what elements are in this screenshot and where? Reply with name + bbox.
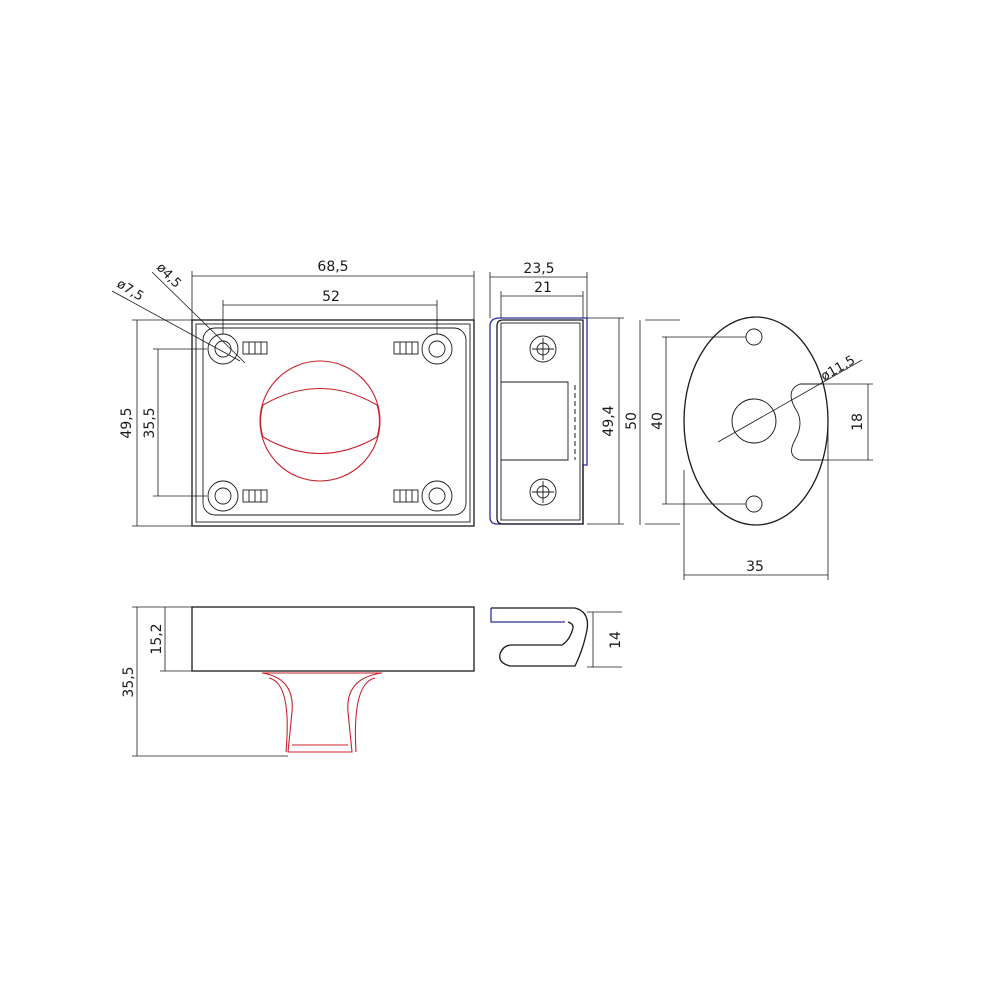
dim-plate-height: 50 <box>624 412 640 430</box>
dim-plate-bore: ø11,5 <box>819 353 858 384</box>
dim-plate-slot: 18 <box>850 413 866 431</box>
dim-base-thickness: 15,2 <box>149 623 165 654</box>
side-view: 23,5 21 49,4 <box>489 261 624 525</box>
dim-width-outer: 68,5 <box>317 259 348 275</box>
dim-hole-spacing: 52 <box>322 289 340 305</box>
strike-hole-top <box>529 335 557 363</box>
dim-hole-small: ø4,5 <box>153 260 184 291</box>
mounting-hole-top-left <box>207 333 239 365</box>
dim-plate-hole-spacing: 40 <box>650 412 666 430</box>
dim-height-outer: 49,5 <box>119 407 135 438</box>
strike-hole-bottom <box>529 478 557 506</box>
mounting-hole-top-right <box>421 333 453 365</box>
plate-slot <box>790 383 822 461</box>
bolt-bottom-left <box>242 489 268 503</box>
bottom-view: 15,2 35,5 <box>121 606 475 757</box>
mounting-hole-bottom-left <box>207 480 239 512</box>
dim-depth-outer: 23,5 <box>523 261 554 277</box>
dim-side-height: 49,4 <box>601 405 617 436</box>
mounting-hole-bottom-right <box>421 480 453 512</box>
front-outer-body <box>191 319 475 527</box>
hook-profile <box>491 607 589 667</box>
knob-profile <box>261 672 383 753</box>
plate-oval <box>683 316 829 526</box>
plate-hole-top <box>745 328 763 346</box>
dim-total-height: 35,5 <box>121 666 137 697</box>
plate-view: 50 40 ø11,5 18 35 <box>624 316 873 580</box>
strike-body <box>496 319 584 525</box>
dim-hook-height: 14 <box>608 631 624 649</box>
front-inner-body <box>195 323 471 523</box>
hook-view: 14 <box>490 607 624 668</box>
bolt-top-left <box>242 341 268 355</box>
plate-hole-bottom <box>745 495 763 513</box>
front-face-plate <box>202 327 467 516</box>
plate-bore <box>731 398 777 444</box>
dim-plate-width: 35 <box>746 559 764 575</box>
bottom-body <box>191 606 475 672</box>
strike-slot <box>501 381 569 461</box>
bolt-bottom-right <box>393 489 419 503</box>
front-view: 68,5 52 49,5 35,5 ø7,5 ø4,5 <box>111 259 475 527</box>
strike-inner <box>500 322 581 521</box>
dim-depth-inner: 21 <box>534 280 552 296</box>
dim-hole-spacing-vertical: 35,5 <box>142 407 158 438</box>
hook-top-edge <box>490 608 565 623</box>
dim-hole-large: ø7,5 <box>114 277 146 305</box>
bolt-top-right <box>393 341 419 355</box>
knob-front <box>259 360 381 482</box>
